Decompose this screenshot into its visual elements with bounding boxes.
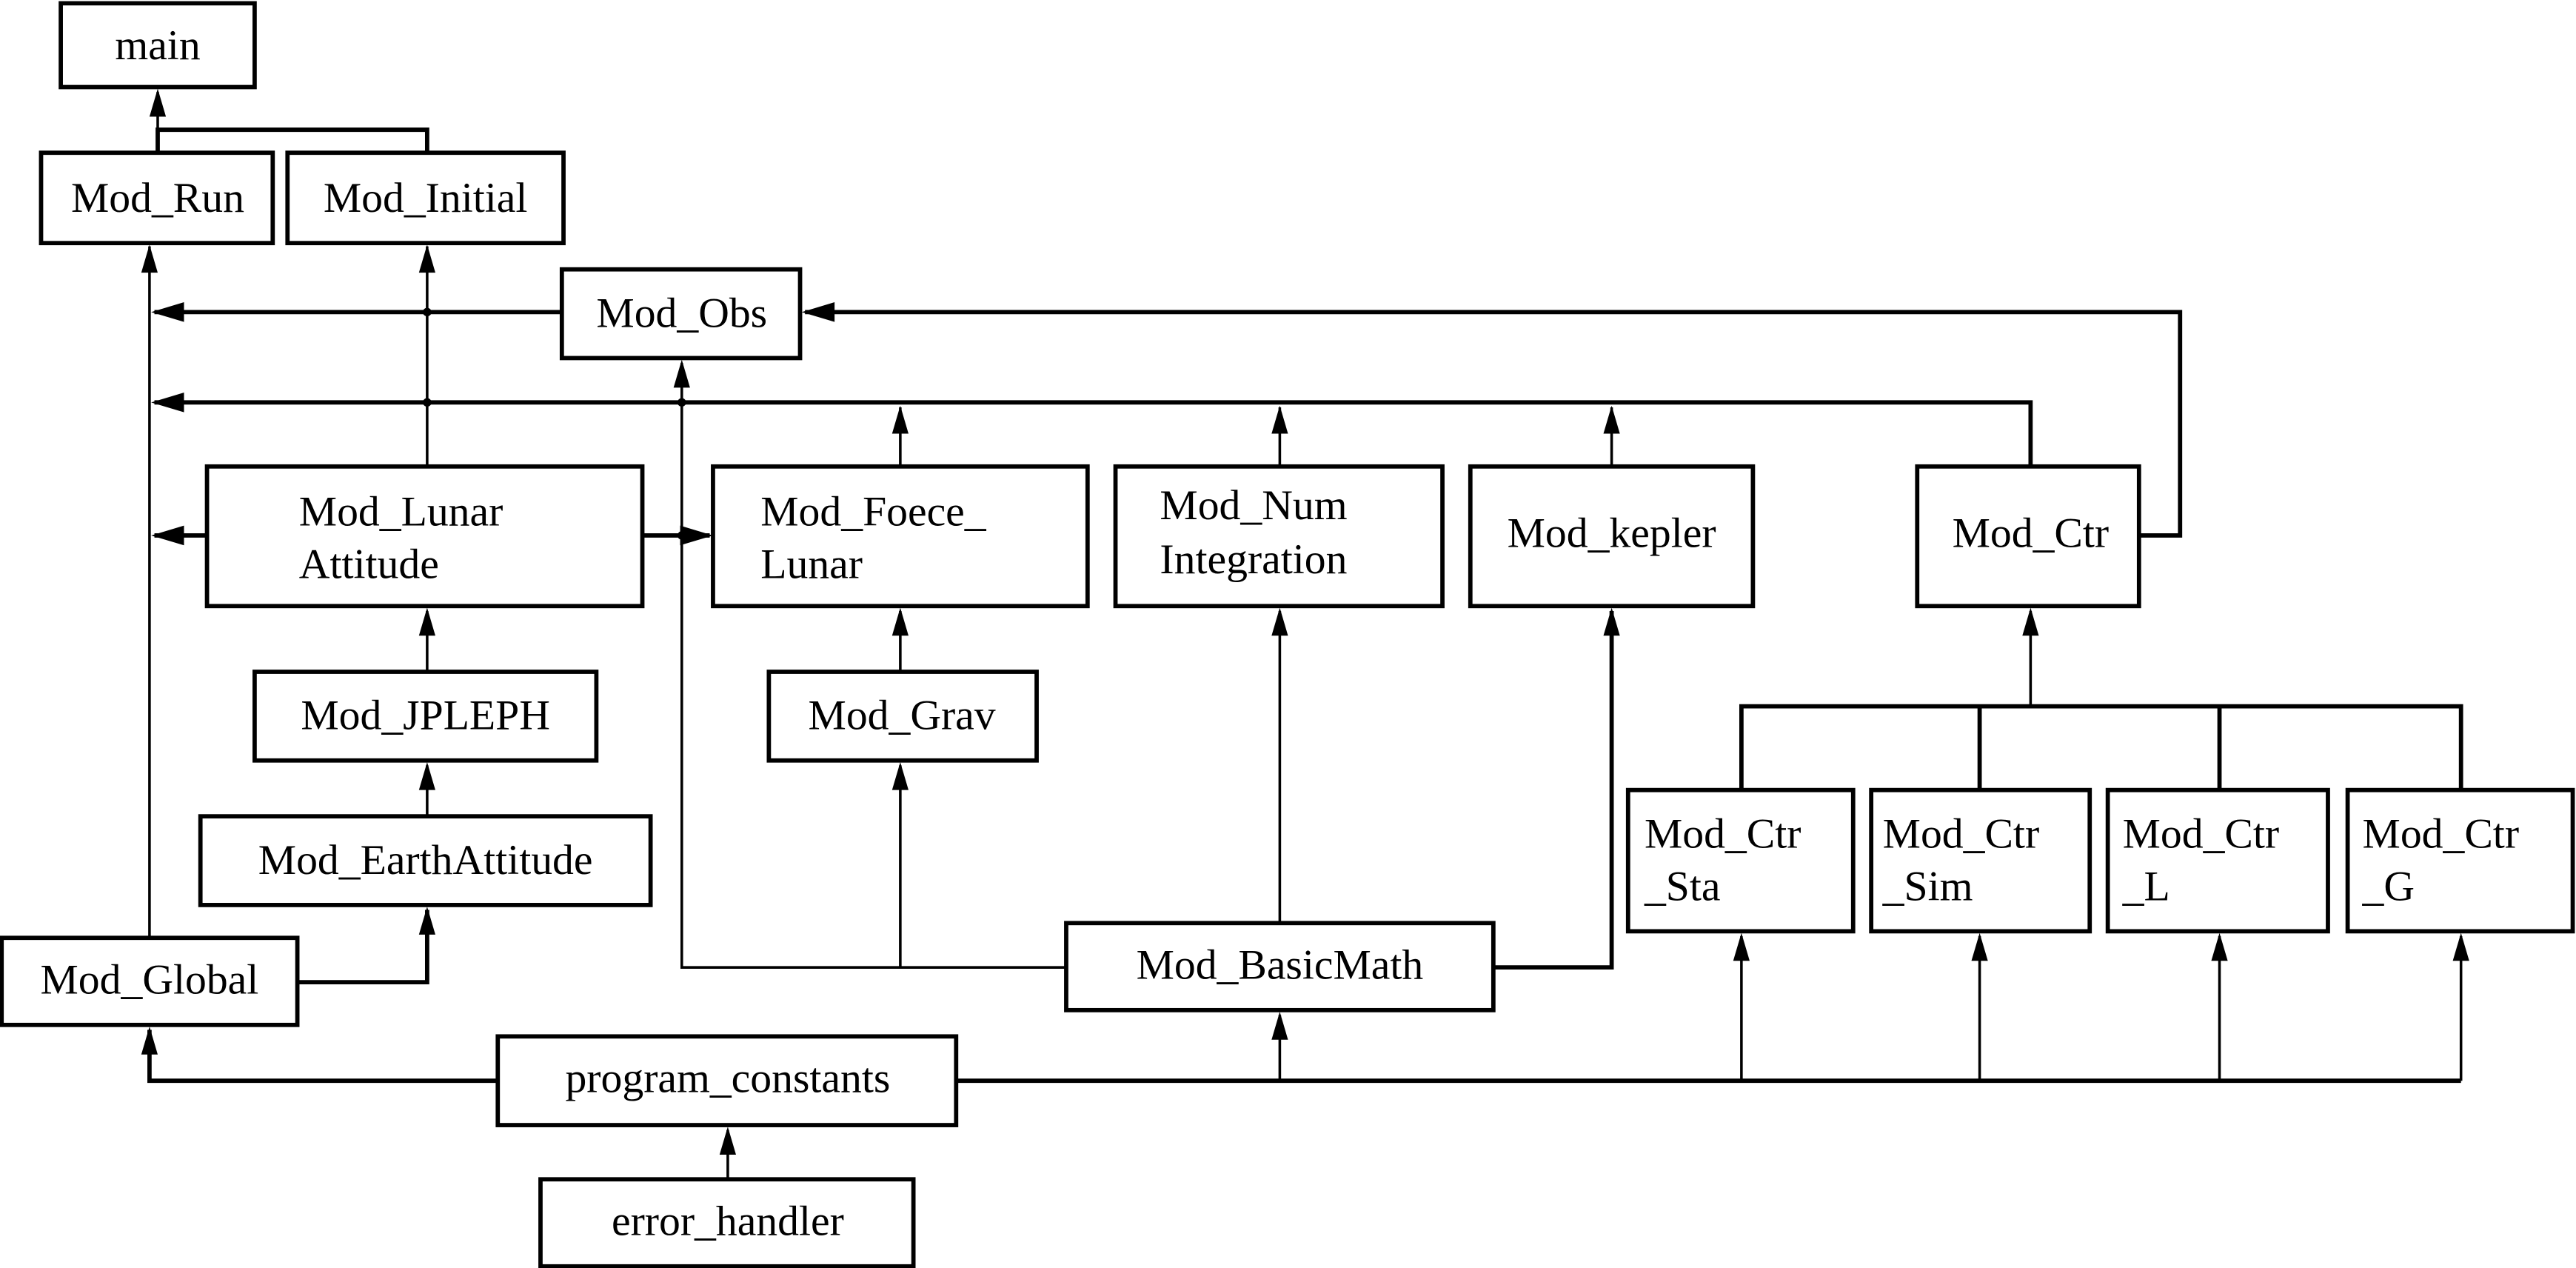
node-label-line2: _L — [2122, 863, 2170, 910]
node-label: Mod_kepler — [1508, 510, 1716, 556]
node-label: Mod_Initial — [324, 175, 528, 221]
arrowhead-grav-bottom — [891, 761, 909, 790]
node-label-line2: Lunar — [760, 541, 863, 588]
node-label-line1: Mod_Num — [1160, 482, 1347, 529]
arrowhead-lunar-bottom — [418, 607, 435, 636]
node-label: program_constants — [565, 1055, 890, 1102]
node-label-line2: _G — [2362, 863, 2415, 910]
arrowhead-mod-run — [141, 244, 158, 273]
node-mod-ctr-sta: Mod_Ctr _Sta — [1625, 787, 1856, 934]
arrowhead-ctr-sta-bottom — [1733, 932, 1750, 961]
arrowhead-global-bottom — [141, 1027, 158, 1055]
arrowhead-obs-right — [801, 302, 835, 322]
node-label: Mod_EarthAttitude — [258, 837, 593, 884]
arrowhead-kepler-up — [1603, 405, 1620, 434]
edge-global-to-earth — [297, 910, 429, 985]
arrowhead-mod-initial — [418, 244, 435, 273]
arrowhead-ctr-sim-bottom — [1971, 932, 1988, 961]
node-label-line1: Mod_Foece_ — [760, 489, 986, 535]
junction-dot — [423, 307, 432, 317]
edge-run-initial-to-main — [155, 127, 429, 153]
arrowhead-obs-left — [151, 302, 184, 322]
node-mod-foece-lunar: Mod_Foece_ Lunar — [711, 464, 1090, 609]
arrowhead-num-bottom — [1271, 607, 1288, 636]
arrowhead-constants-bottom — [719, 1127, 736, 1155]
node-mod-num-integration: Mod_Num Integration — [1113, 464, 1445, 609]
node-mod-basic-math: Mod_BasicMath — [1064, 921, 1496, 1012]
node-error-handler: error_handler — [538, 1177, 916, 1268]
arrowhead-ctr-l-bottom — [2211, 932, 2228, 961]
node-mod-initial: Mod_Initial — [285, 150, 566, 246]
node-label-line2: Attitude — [299, 541, 439, 588]
arrowhead-jpleph-bottom — [418, 761, 435, 790]
edge-constants-left — [147, 1030, 498, 1084]
node-label: Mod_Grav — [809, 693, 996, 739]
arrowhead-lunar-left — [151, 525, 184, 546]
node-label: Mod_Global — [41, 957, 259, 1004]
node-label: Mod_JPLEPH — [301, 693, 549, 739]
node-label: Mod_Obs — [596, 290, 767, 336]
connectors — [141, 88, 2469, 1180]
node-label-line2: _Sim — [1882, 863, 1973, 910]
arrowhead-obs-bottom — [673, 359, 690, 388]
arrowhead-kepler-bottom — [1603, 607, 1620, 636]
node-mod-ctr: Mod_Ctr — [1915, 464, 2141, 609]
node-mod-ctr-g: Mod_Ctr _G — [2345, 787, 2575, 934]
arrowhead-bus-left — [151, 393, 184, 413]
arrowhead-ctr-bottom — [2022, 607, 2039, 636]
node-label-line1: Mod_Ctr — [2363, 810, 2519, 857]
arrowhead-basicmath-bottom — [1271, 1012, 1288, 1040]
node-label-line1: Mod_Ctr — [1883, 810, 2039, 857]
arrowhead-foece-left — [680, 525, 713, 546]
edge-ctr-to-obs — [805, 310, 2183, 538]
edge-bus-to-trunk — [154, 400, 2033, 467]
arrowhead-main — [149, 88, 167, 117]
node-label-line1: Mod_Ctr — [1645, 810, 1801, 857]
junction-dot — [678, 531, 686, 540]
node-label: Mod_Ctr — [1953, 510, 2109, 556]
node-mod-grav: Mod_Grav — [766, 670, 1039, 763]
edge-basicmath-to-kepler — [1493, 610, 1614, 970]
node-mod-obs: Mod_Obs — [559, 267, 803, 361]
node-mod-ctr-l: Mod_Ctr _L — [2105, 787, 2330, 934]
node-label-line2: Integration — [1160, 536, 1347, 583]
arrowhead-foece-up — [891, 405, 909, 434]
node-label-line1: Mod_Lunar — [299, 489, 503, 535]
node-mod-earth-attitude: Mod_EarthAttitude — [198, 814, 653, 907]
node-label: Mod_BasicMath — [1137, 942, 1424, 989]
node-label: Mod_Run — [71, 175, 244, 221]
arrowhead-num-up — [1271, 405, 1288, 434]
arrowhead-ctr-g-bottom — [2452, 932, 2469, 961]
node-label: main — [115, 22, 200, 69]
edge-basicmath-to-obs — [680, 363, 1066, 969]
node-mod-lunar-attitude: Mod_Lunar Attitude — [204, 464, 645, 609]
node-main: main — [58, 1, 257, 90]
node-mod-kepler: Mod_kepler — [1468, 464, 1756, 609]
node-label-line2: _Sta — [1644, 863, 1721, 910]
node-mod-global: Mod_Global — [0, 935, 300, 1027]
arrowhead-earth-bottom — [418, 907, 435, 935]
node-program-constants: program_constants — [495, 1034, 959, 1127]
arrowhead-foece-bottom — [891, 607, 909, 636]
node-label: error_handler — [612, 1198, 844, 1245]
node-label-line1: Mod_Ctr — [2123, 810, 2279, 857]
junction-dot — [423, 398, 432, 407]
edge-ctr-subs-bus — [1739, 704, 2463, 790]
node-mod-jpleph: Mod_JPLEPH — [252, 670, 599, 763]
node-mod-ctr-sim: Mod_Ctr _Sim — [1869, 787, 2092, 934]
node-mod-run: Mod_Run — [39, 150, 275, 246]
